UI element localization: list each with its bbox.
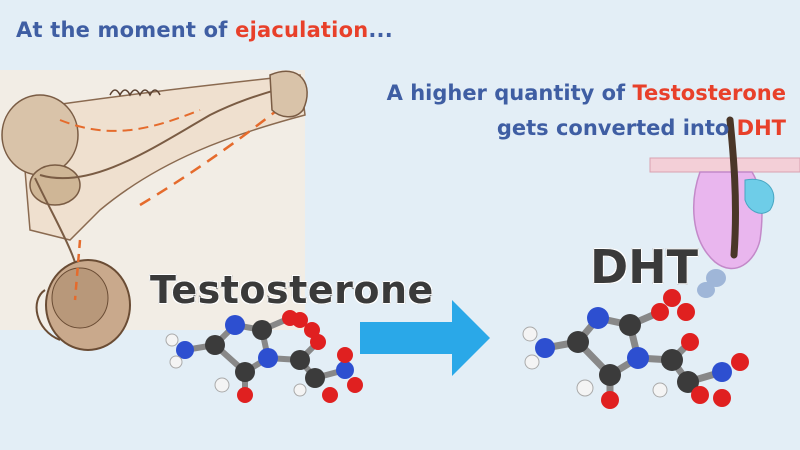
subline-line2-prefix: gets converted into [496, 116, 737, 140]
subline-line-2: gets converted into DHT [387, 111, 786, 146]
headline-highlight: ejaculation [235, 18, 369, 42]
subline-line1-highlight: Testosterone [632, 81, 786, 105]
subline-line-1: A higher quantity of Testosterone [387, 76, 786, 111]
dht-label: DHT [589, 239, 699, 295]
headline-prefix: At the moment of [16, 18, 236, 42]
subline-line1-prefix: A higher quantity of [386, 81, 633, 105]
headline-suffix: ... [368, 18, 393, 42]
subline: A higher quantity of Testosterone gets c… [387, 76, 786, 146]
subline-line2-highlight: DHT [736, 116, 786, 140]
testosterone-label: Testosterone [149, 267, 434, 313]
headline: At the moment of ejaculation... [16, 18, 393, 42]
